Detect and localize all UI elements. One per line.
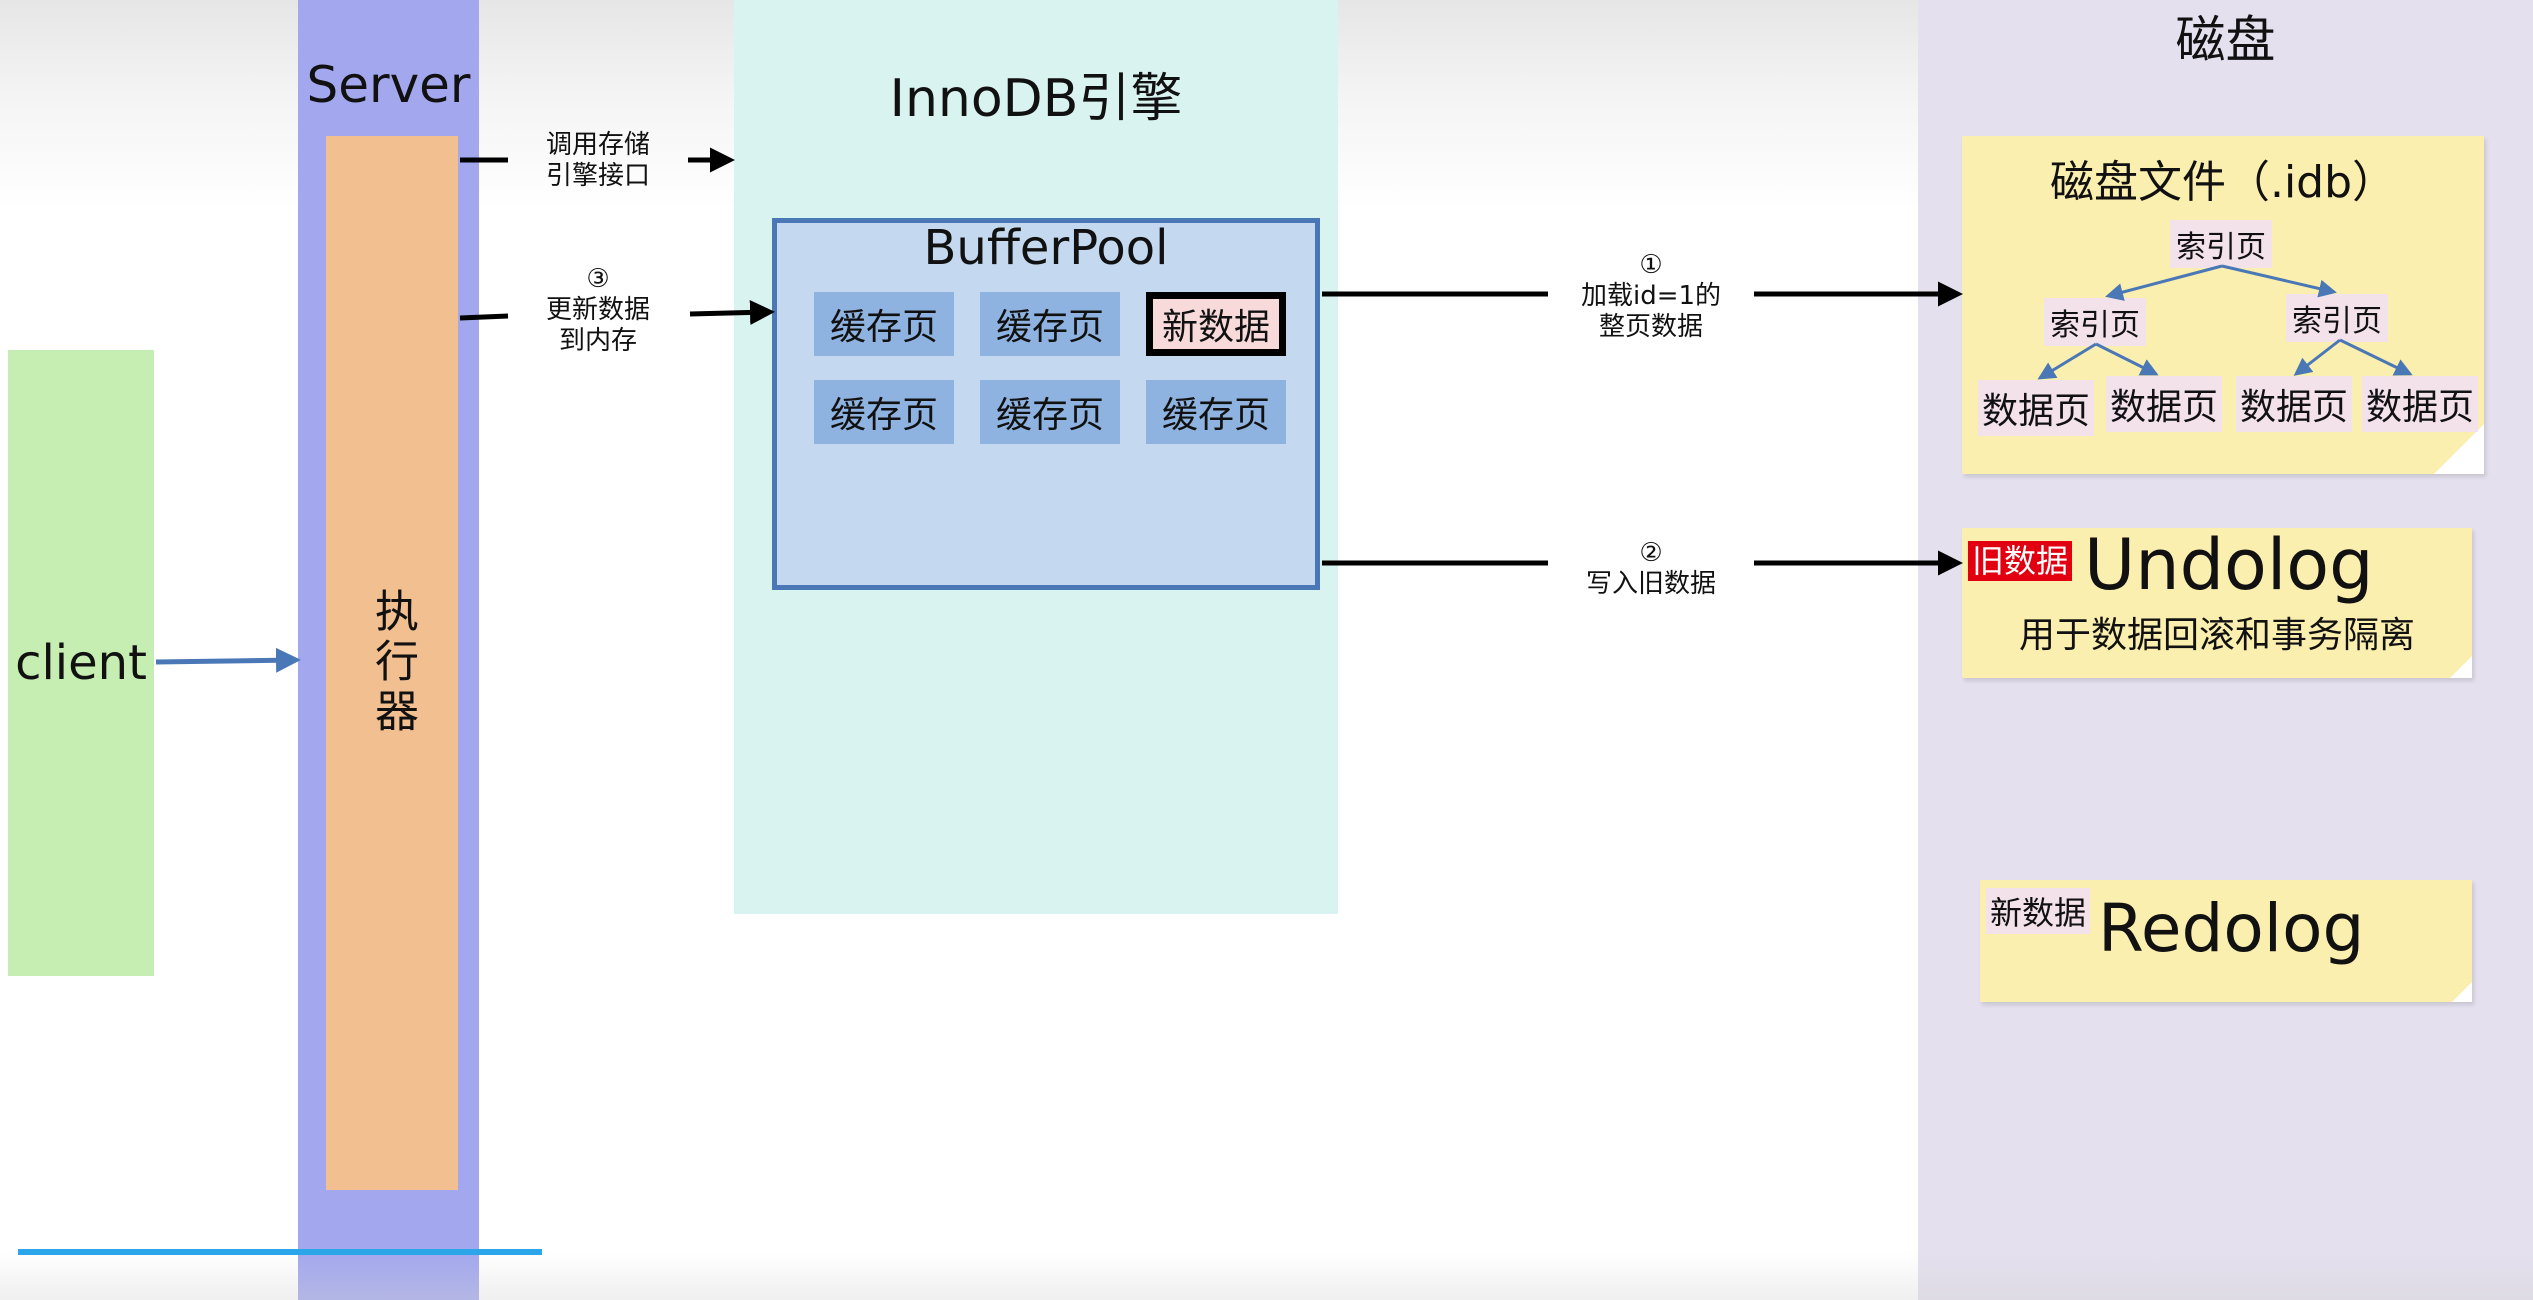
step1-label: ① 加载id=1的 整页数据 [1556,250,1746,343]
step2-number: ② [1639,538,1663,568]
call-storage-label: 调用存储 引擎接口 [520,130,676,192]
data-page: 数据页 [2236,376,2353,432]
call-storage-line1: 调用存储 [545,130,650,160]
new-data-tag: 新数据 [1986,888,2091,934]
tree-edge [2037,342,2097,380]
redolog-title: Redolog [2098,890,2365,967]
tree-edge [2339,338,2413,376]
cache-page: 缓存页 [1146,380,1286,444]
step1-number: ① [1639,250,1663,280]
old-data-tag: 旧数据 [1968,541,2073,581]
executor-box: 执行器 [326,136,458,1190]
cache-page: 缓存页 [980,380,1120,444]
tree-edge [2293,338,2341,376]
disk-file-title: 磁盘文件（.idb） [2049,157,2397,208]
step2-label: ② 写入旧数据 [1556,538,1746,600]
undolog-title: Undolog [2084,524,2374,606]
client-to-executor-arrow [155,647,301,673]
update-memory-arrow [689,300,775,325]
index-page-left: 索引页 [2044,298,2146,346]
call-storage-line2: 引擎接口 [545,161,650,191]
data-page: 数据页 [1978,380,2095,436]
server-title: Server [306,56,471,114]
video-progress-fill [18,1249,543,1255]
executor-label: 执行器 [367,588,418,738]
step1-line1: 加载id=1的 [1580,281,1722,311]
buffer-pool-title: BufferPool [923,220,1169,276]
data-page: 数据页 [2362,376,2479,432]
tree-edge [2105,264,2223,301]
step3-label: ③ 更新数据 到内存 [520,264,676,357]
data-page: 数据页 [2106,376,2223,432]
client-label: client [15,635,147,691]
executor-update-line [459,313,509,321]
cache-page: 缓存页 [814,292,954,356]
step2-line1: 写入旧数据 [1585,569,1716,599]
step3-line2: 到内存 [558,326,637,356]
note-fold [2434,424,2484,474]
tree-edge [2221,264,2337,298]
client-box: client [8,350,154,976]
disk-title: 磁盘 [2175,11,2276,69]
tree-edge [2095,342,2159,376]
undolog-subtitle: 用于数据回滚和事务隔离 [2018,615,2415,656]
cache-page: 缓存页 [814,380,954,444]
note-fold [2450,656,2472,678]
step3-number: ③ [586,264,610,294]
innodb-title: InnoDB引擎 [889,69,1183,129]
step1-line2: 整页数据 [1598,312,1703,342]
root-index-page: 索引页 [2170,220,2272,268]
player-bottom-shade [0,1252,2533,1300]
cache-page: 缓存页 [980,292,1120,356]
index-page-right: 索引页 [2286,294,2388,342]
video-progress-track[interactable] [18,1249,2515,1255]
step3-line1: 更新数据 [545,295,650,325]
note-fold [2452,982,2472,1002]
new-data-page: 新数据 [1146,292,1286,356]
